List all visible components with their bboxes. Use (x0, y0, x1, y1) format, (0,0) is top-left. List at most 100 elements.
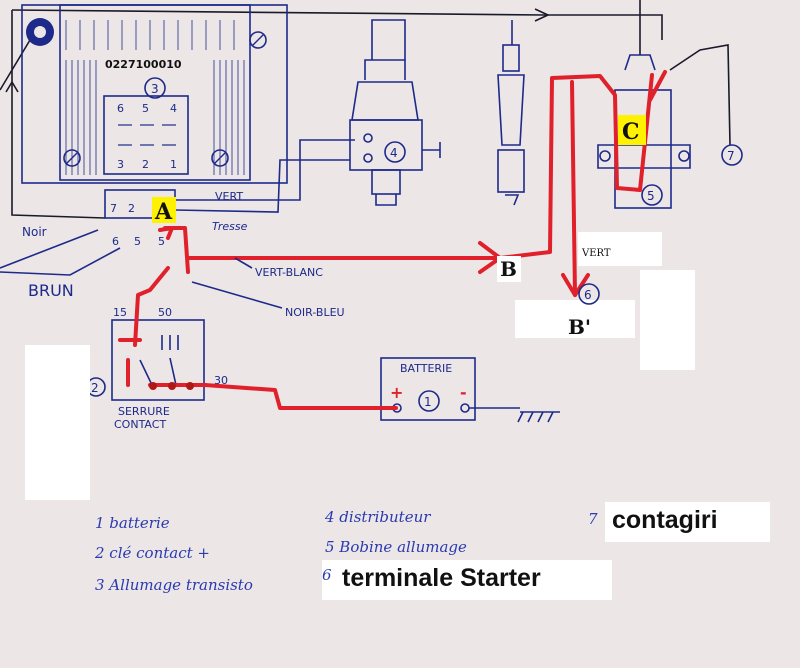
battery-label: BATTERIE (400, 362, 452, 375)
distributor-top (351, 81, 419, 121)
distributor-cap (364, 59, 406, 80)
label-brun: BRUN (28, 281, 74, 300)
component-4-marker (384, 141, 406, 163)
battery-plus: + (390, 383, 403, 402)
component-4-number: 4 (390, 146, 398, 160)
legend-item-1: 1 batterie (95, 514, 170, 532)
red-wire-c-top (648, 70, 667, 102)
wire-brun (0, 247, 121, 276)
pointer-vert-blanc (234, 257, 253, 269)
white-patch (515, 300, 635, 338)
module-body (59, 4, 251, 181)
module-connector (103, 95, 189, 175)
callout-b: B (500, 257, 517, 281)
white-patch (578, 232, 662, 266)
white-patch (640, 270, 695, 370)
label-vert-blanc: VERT-BLANC (255, 266, 323, 279)
left-diag-wire (0, 39, 31, 91)
distributor-gear (375, 194, 397, 206)
component-5-number: 5 (647, 189, 655, 203)
distributor: 4 (349, 19, 441, 206)
label-noir-bleu: NOIR-BLEU (285, 306, 345, 319)
battery-box (380, 357, 476, 421)
screw-icon (211, 149, 229, 167)
pointer-noir-bleu (191, 281, 283, 309)
wire-vert (175, 139, 355, 201)
plug-pin-2: 2 (128, 202, 135, 215)
plug-pin-7: 7 (110, 202, 117, 215)
callout-a-bg (152, 197, 176, 223)
overlay-contagiri: contagiri (612, 506, 718, 534)
red-wire-b-prime (570, 80, 577, 297)
legend-item-3: 3 Allumage transisto (95, 576, 253, 594)
label-tresse: Tresse (212, 220, 248, 233)
component-1-number: 1 (424, 395, 432, 409)
component-5-marker (641, 184, 663, 206)
distributor-body (349, 119, 423, 171)
legend-item-6: 6 (322, 566, 332, 584)
component-6-number: 6 (584, 288, 592, 302)
wire-noir (0, 229, 99, 269)
switch-box (111, 319, 205, 401)
module-pin-2: 2 (142, 158, 149, 171)
distributor-shaft (371, 169, 401, 195)
top-wire (11, 9, 546, 16)
red-arrow-b-prime (561, 273, 590, 297)
left-wire (11, 10, 106, 219)
plug-pin-6: 6 (112, 235, 119, 248)
component-7-number: 7 (727, 149, 735, 163)
component-2-number: 2 (91, 381, 99, 395)
coil-bracket (597, 144, 691, 169)
spark-plug (497, 20, 525, 206)
legend-item-5: 5 Bobine allumage (325, 538, 467, 556)
battery-minus: - (460, 383, 467, 402)
red-wire-b-c (498, 73, 654, 260)
callout-a: A (154, 199, 173, 225)
module-pin-1: 1 (170, 158, 177, 171)
battery: BATTERIE + - 1 (380, 357, 476, 421)
ignition-module: 0227100010 3 6 5 4 3 2 1 (21, 4, 288, 184)
white-patch (25, 345, 90, 500)
legend-item-4: 4 distributeur (324, 508, 431, 526)
switch-contacts (139, 357, 177, 386)
red-arrow-a (158, 226, 174, 240)
module-pin-5: 5 (142, 102, 149, 115)
legend-item-2: 2 clé contact + (94, 544, 210, 562)
module-code: 0227100010 (105, 58, 182, 71)
module-pin-6: 6 (117, 102, 124, 115)
switch-terminal-50: 50 (158, 306, 172, 319)
label-vert-red: VERT (581, 248, 611, 259)
plug-pin-5a: 5 (134, 235, 141, 248)
component-1-marker (418, 390, 440, 412)
ignition-switch: 15 50 30 SERRURE CONTACT (111, 306, 228, 431)
label-noir: Noir (22, 225, 47, 239)
coil-top (624, 54, 656, 71)
plug-pin-5b: 5 (158, 235, 165, 248)
wire-tresse (174, 159, 350, 213)
screw-icon (249, 31, 267, 49)
component-6-marker (578, 283, 600, 305)
callout-b-prime: B' (568, 315, 591, 339)
overlay-terminale-starter: terminale Starter (342, 564, 541, 592)
spark-plug-insulator (497, 74, 525, 146)
spark-plug-body (497, 149, 525, 193)
legend-item-7: 7 (588, 510, 598, 528)
white-patch (322, 560, 612, 600)
spark-plug-tip (505, 194, 520, 206)
callout-b-bg (497, 256, 521, 282)
component-3-marker (144, 77, 166, 99)
switch-terminal-15: 15 (113, 306, 127, 319)
top-wire-right (545, 14, 663, 40)
screw-icon (63, 149, 81, 167)
contagiri-wire (669, 44, 731, 146)
module-pin-4: 4 (170, 102, 177, 115)
label-vert: VERT (215, 190, 243, 203)
spark-plug-top (502, 44, 520, 72)
white-patch (605, 502, 770, 542)
switch-label-2: CONTACT (114, 418, 166, 431)
hv-lead (371, 19, 406, 60)
module-pin-3: 3 (117, 158, 124, 171)
callout-c: C (622, 119, 640, 145)
